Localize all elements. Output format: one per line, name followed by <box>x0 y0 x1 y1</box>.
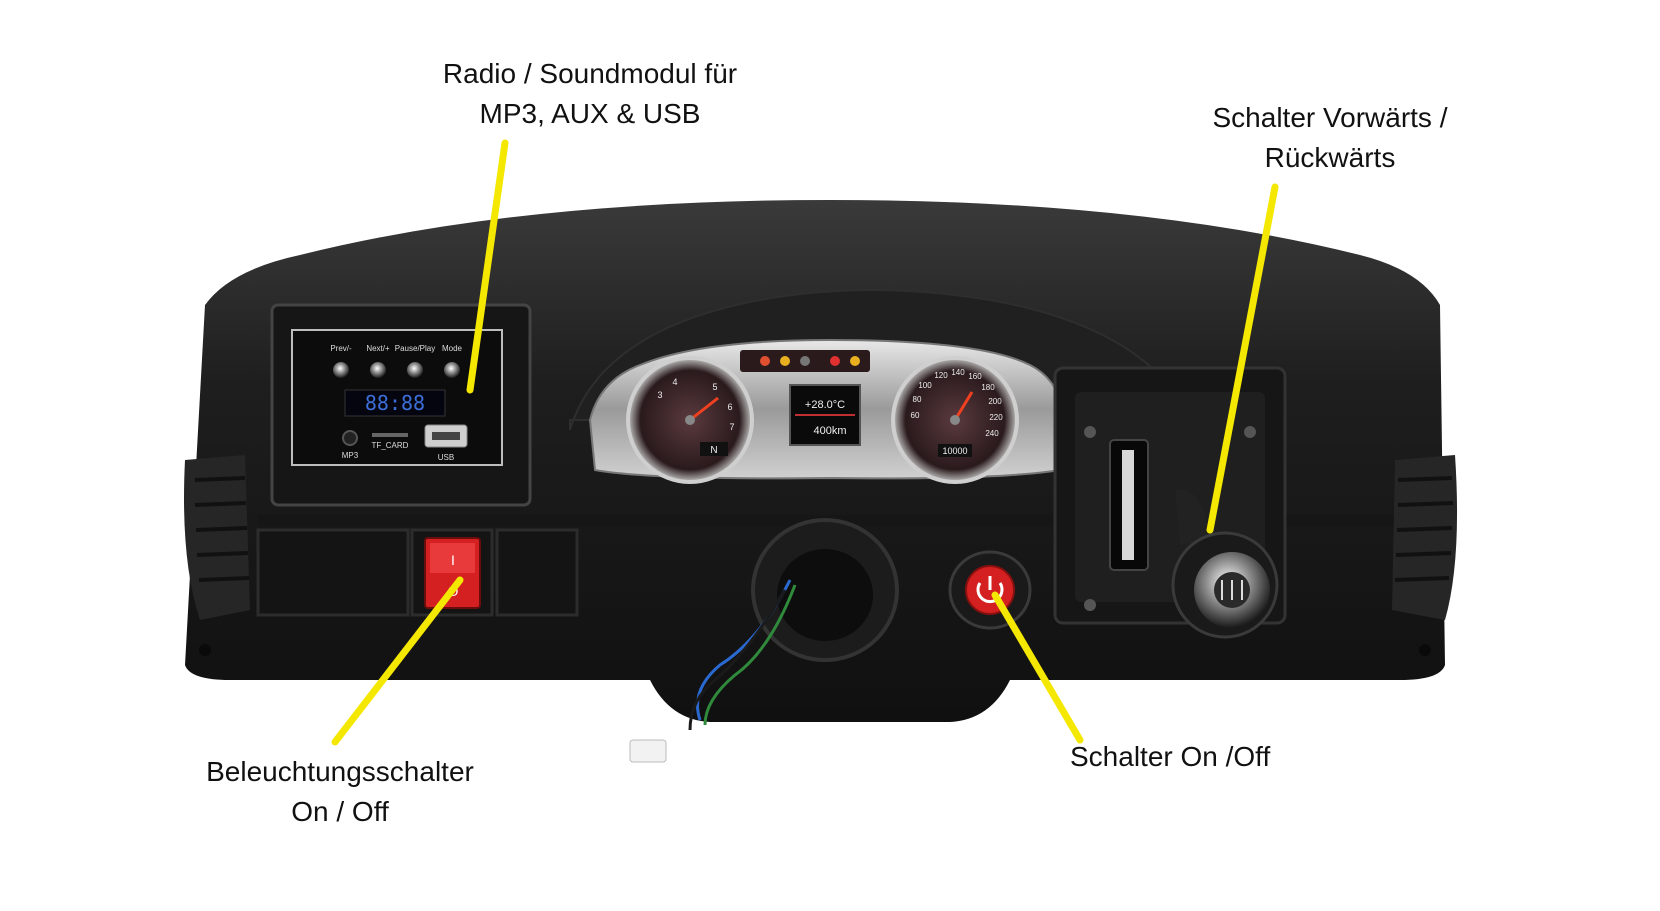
lighting-callout-line <box>331 576 464 746</box>
gear-indicator: N <box>710 445 717 456</box>
switch-bank <box>256 528 579 617</box>
radio-mode-button[interactable]: Mode <box>442 344 463 378</box>
direction-callout-line1: Schalter Vorwärts / <box>1212 102 1448 133</box>
left-air-vent <box>184 455 250 620</box>
radio-next-button[interactable]: Next/+ <box>366 344 390 378</box>
right-air-vent <box>1392 455 1458 620</box>
tach-tick-4: 4 <box>672 377 677 387</box>
power-icon <box>976 582 1004 604</box>
lighting-callout-line1: Beleuchtungsschalter <box>206 756 474 787</box>
center-display: +28.0°C 400km <box>789 384 861 446</box>
usb-label: USB <box>438 453 454 462</box>
lighting-switch-callout: Beleuchtungsschalter On / Off <box>180 752 500 832</box>
direction-callout-line2: Rückwärts <box>1264 142 1396 173</box>
radio-next-label: Next/+ <box>366 344 390 353</box>
speedometer-dial: 60 80 100 120 140 160 180 200 220 240 10… <box>891 356 1019 484</box>
speed-tick-100: 100 <box>918 381 932 390</box>
seatbelt-warning-icon <box>830 356 840 366</box>
speed-tick-120: 120 <box>934 371 948 380</box>
lighting-callout-line2: On / Off <box>291 796 389 827</box>
direction-switch-callout: Schalter Vorwärts / Rückwärts <box>1165 98 1495 178</box>
radio-mode-label: Mode <box>442 344 463 353</box>
range-readout: 400km <box>813 425 846 437</box>
speed-tick-60: 60 <box>911 411 920 420</box>
instrument-cluster: 3 4 5 6 7 N +28.0°C 400km 60 80 100 120 … <box>588 338 1067 484</box>
tach-tick-5: 5 <box>712 382 717 392</box>
speed-tick-80: 80 <box>913 395 922 404</box>
radio-pause-play-label: Pause/Play <box>395 344 435 353</box>
radio-callout-line2: MP3, AUX & USB <box>479 98 701 129</box>
radio-callout: Radio / Soundmodul für MP3, AUX & USB <box>395 54 785 134</box>
aux-jack[interactable] <box>342 430 358 446</box>
mp3-label: MP3 <box>342 451 359 460</box>
power-callout-line1: Schalter On /Off <box>1070 741 1271 772</box>
radio-module: Prev/- Next/+ Pause/Play Mode 88:88 MP3 … <box>270 303 532 507</box>
tach-tick-7: 7 <box>729 422 734 432</box>
tachometer-dial: 3 4 5 6 7 N <box>626 356 754 484</box>
callout-lines <box>331 139 1279 746</box>
lighting-switch-on-mark: I <box>451 552 455 568</box>
lighting-switch[interactable]: I O <box>424 537 481 609</box>
gear-shifter-knob[interactable] <box>1171 489 1279 639</box>
tach-tick-3: 3 <box>657 390 662 400</box>
lights-indicator-icon <box>800 356 810 366</box>
speed-needle <box>953 391 974 421</box>
info-indicator-icon <box>850 356 860 366</box>
radio-display: 88:88 <box>365 391 425 415</box>
direction-callout-line <box>1206 183 1279 534</box>
radio-callout-line1: Radio / Soundmodul für <box>442 58 738 89</box>
odometer-readout: 10000 <box>942 446 967 456</box>
tach-needle <box>689 396 719 422</box>
radio-pause-play-button[interactable]: Pause/Play <box>395 344 435 378</box>
speed-tick-160: 160 <box>968 372 982 381</box>
right-mount-hole <box>1419 644 1431 656</box>
wire-connector <box>629 739 667 763</box>
steering-column <box>629 518 899 763</box>
tf-card-slot[interactable] <box>372 433 408 437</box>
radio-callout-line <box>466 139 509 394</box>
tf-card-label: TF_CARD <box>372 441 409 450</box>
speed-tick-240: 240 <box>985 429 999 438</box>
speed-tick-220: 220 <box>989 413 1003 422</box>
power-callout-line <box>991 591 1084 744</box>
power-switch-callout: Schalter On /Off <box>1070 737 1330 777</box>
temperature-readout: +28.0°C <box>805 399 845 411</box>
radio-prev-label: Prev/- <box>330 344 352 353</box>
speed-tick-180: 180 <box>981 383 995 392</box>
radio-prev-button[interactable]: Prev/- <box>330 344 352 378</box>
left-mount-hole <box>199 644 211 656</box>
engine-warning-icon <box>780 356 790 366</box>
speed-tick-200: 200 <box>988 397 1002 406</box>
power-switch[interactable] <box>948 550 1032 630</box>
tach-tick-6: 6 <box>727 402 732 412</box>
temp-warning-icon <box>760 356 770 366</box>
speed-tick-140: 140 <box>951 368 965 377</box>
